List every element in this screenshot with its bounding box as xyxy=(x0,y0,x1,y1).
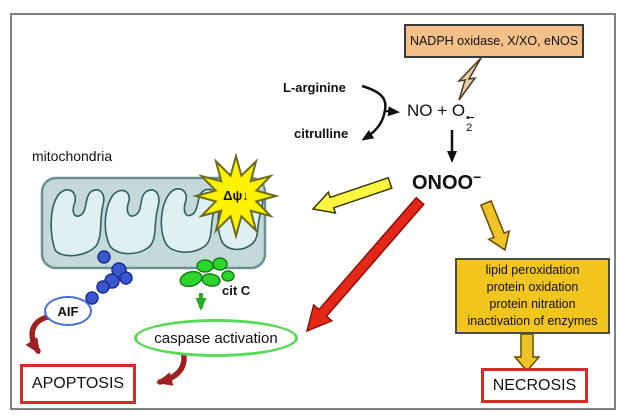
superoxide-subscripts: •−2 xyxy=(466,113,474,134)
citrulline-label: citrulline xyxy=(294,126,349,141)
mitochondria-label: mitochondria xyxy=(32,148,113,164)
onoo-charge-sup: − xyxy=(473,169,482,185)
l-arginine-label: L-arginine xyxy=(283,80,346,95)
onoo-label: ONOO− xyxy=(412,169,481,195)
oxidative-effects-box: lipid peroxidation protein oxidation pro… xyxy=(455,258,610,334)
o2-sub: 2 xyxy=(466,122,473,134)
effect-line: protein oxidation xyxy=(486,280,579,294)
apoptosis-box: APOPTOSIS xyxy=(20,364,136,404)
cytc-release-dots xyxy=(179,257,235,288)
aif-label: AIF xyxy=(57,303,79,319)
caspase-activation-oval: caspase activation xyxy=(134,319,298,357)
arginine-citrulline-arrow xyxy=(361,84,400,141)
starburst-icon xyxy=(192,152,280,240)
apoptosis-label: APOPTOSIS xyxy=(31,375,125,392)
onoo-to-caspase-arrow xyxy=(305,196,425,333)
nadph-source-box: NADPH oxidase, X/XO, eNOS xyxy=(404,24,584,58)
effects-to-necrosis-arrow xyxy=(513,333,541,373)
necrosis-box: NECROSIS xyxy=(481,368,588,403)
lightning-bolt-icon xyxy=(456,57,482,101)
radical-sup: •− xyxy=(466,113,474,124)
effect-line: protein nitration xyxy=(489,297,576,311)
no-text: NO + O xyxy=(407,101,466,120)
aif-oval: AIF xyxy=(44,296,92,326)
caspase-activation-label: caspase activation xyxy=(154,329,278,347)
cit-c-label: cit C xyxy=(222,283,251,298)
mitochondria-cristae xyxy=(50,188,264,257)
effect-line: lipid peroxidation xyxy=(485,263,580,277)
nadph-source-label: NADPH oxidase, X/XO, eNOS xyxy=(409,34,579,48)
necrosis-label: NECROSIS xyxy=(492,376,577,394)
onoo-text: ONOO xyxy=(412,172,474,194)
no-superoxide-label: NO + O•−2 xyxy=(407,101,475,134)
aif-release-dots xyxy=(85,250,133,305)
membrane-potential-label: Δψ↓ xyxy=(223,188,249,203)
effect-line: inactivation of enzymes xyxy=(467,314,598,328)
onoo-to-effects-arrow xyxy=(479,199,511,252)
onoo-to-mitochondria-arrow xyxy=(311,176,393,214)
